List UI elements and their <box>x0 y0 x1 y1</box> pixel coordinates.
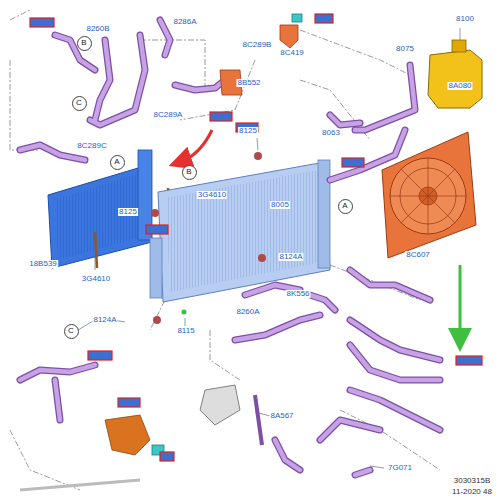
callout-number: 8005 <box>270 201 290 209</box>
reference-circle: A <box>338 199 353 214</box>
callout-number: 8C289A <box>153 111 184 119</box>
reference-circle: B <box>77 36 92 51</box>
callout-number: 8K556 <box>285 290 310 298</box>
callout-number: 8A567 <box>269 412 294 420</box>
callout-number: 3G4610 <box>81 275 111 283</box>
callout-number: 8125 <box>238 127 258 135</box>
reference-circle: C <box>64 324 79 339</box>
callout-number: 8C289B <box>242 41 273 49</box>
callout-number: 8125 <box>118 208 138 216</box>
reference-letter: A <box>342 202 347 210</box>
reference-circle: C <box>72 96 87 111</box>
callout-number: 8A080 <box>447 82 472 90</box>
reference-letter: C <box>68 327 74 335</box>
reference-circle: B <box>182 165 197 180</box>
callout-number: 8B552 <box>236 79 261 87</box>
drawing-code: 11-2020 48 <box>451 488 493 496</box>
drawing-code: 3030315B <box>453 477 491 485</box>
callout-number: 8260A <box>235 308 260 316</box>
callout-number: 8115 <box>176 327 195 335</box>
callout-number: 8124A <box>278 253 303 261</box>
callout-number: 8286A <box>172 18 197 26</box>
callout-number: 7G071 <box>387 464 413 472</box>
reference-letter: B <box>81 39 86 47</box>
callout-number: 8075 <box>395 45 415 53</box>
reference-letter: A <box>114 158 119 166</box>
callout-number: 8100 <box>455 15 475 23</box>
reference-letter: B <box>186 168 191 176</box>
callout-number: 8C289C <box>76 142 107 150</box>
callout-number: 3G4610 <box>197 191 227 199</box>
callout-number: 8124A <box>92 316 117 324</box>
reference-circle: A <box>110 155 125 170</box>
callout-number: 8063 <box>321 129 341 137</box>
callout-number: 8C607 <box>405 251 431 259</box>
callout-number: 18B539 <box>28 260 58 268</box>
callout-number: 8C419 <box>279 49 305 57</box>
callout-number: 8260B <box>85 25 110 33</box>
reference-letter: C <box>76 99 82 107</box>
